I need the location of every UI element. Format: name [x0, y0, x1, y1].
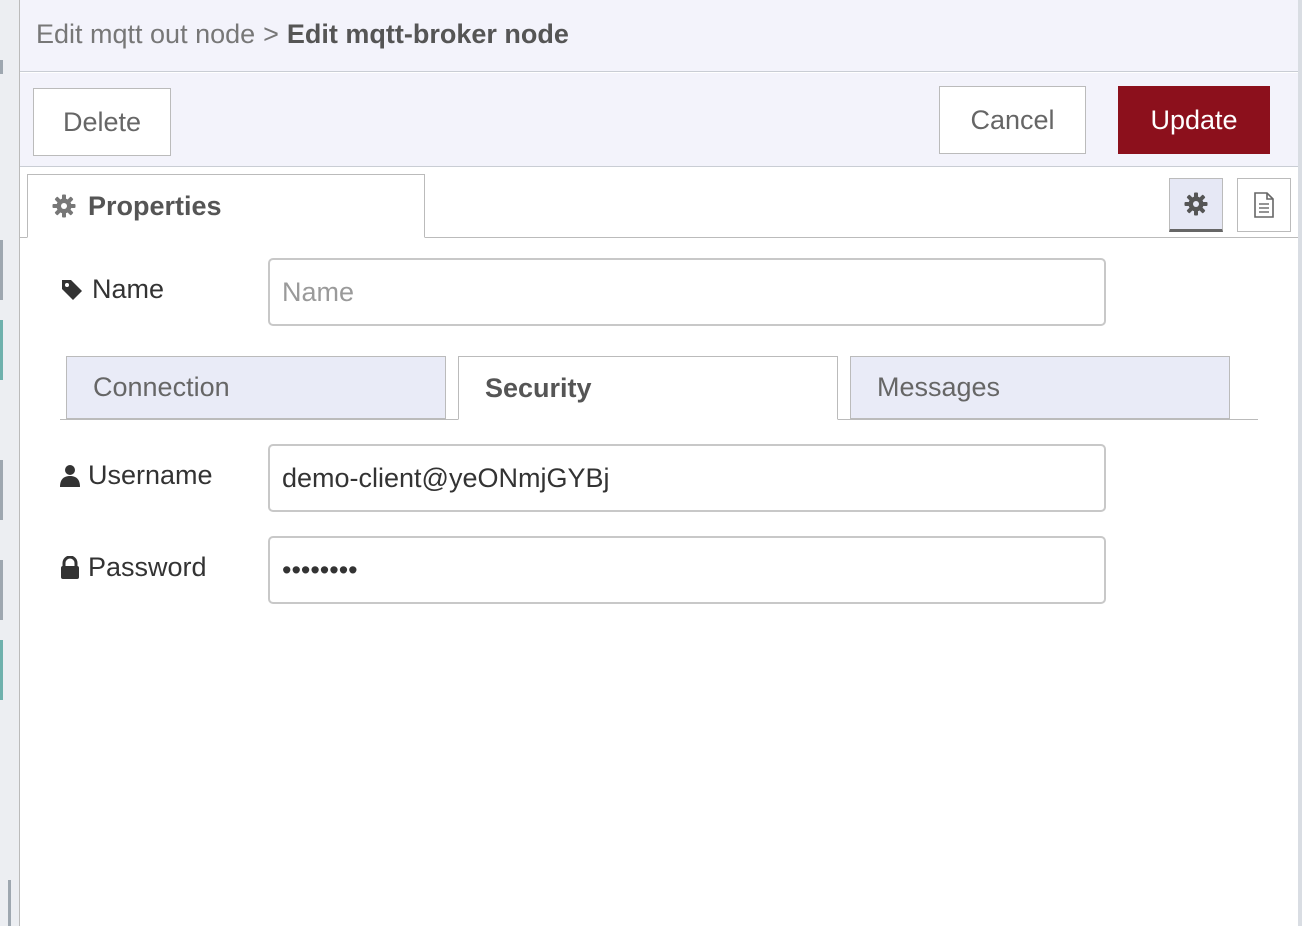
tray-toolbar: Delete Cancel Update [20, 73, 1298, 167]
cancel-button[interactable]: Cancel [939, 86, 1086, 154]
tab-properties[interactable]: Properties [27, 174, 425, 238]
description-tab-button[interactable] [1237, 178, 1291, 232]
delete-button[interactable]: Delete [33, 88, 171, 156]
tab-messages-label: Messages [877, 372, 1001, 402]
gutter-marker [0, 560, 3, 620]
broker-subtabs: Connection Security Messages [60, 356, 1258, 420]
settings-tab-button[interactable] [1169, 178, 1223, 232]
tag-icon [62, 279, 82, 300]
gear-icon [52, 194, 76, 218]
document-icon [1254, 192, 1274, 218]
edit-tray: Edit mqtt out node>Edit mqtt-broker node… [20, 0, 1298, 926]
right-edge [1298, 0, 1302, 926]
username-row: Username [20, 444, 1298, 512]
tab-connection[interactable]: Connection [66, 356, 446, 419]
breadcrumb-separator: > [263, 19, 279, 49]
tab-connection-label: Connection [93, 372, 230, 402]
breadcrumb: Edit mqtt out node>Edit mqtt-broker node [36, 19, 569, 50]
name-label: Name [60, 274, 164, 305]
gutter-marker [0, 640, 3, 700]
tray-tabbar: Properties [20, 168, 1298, 238]
breadcrumb-current: Edit mqtt-broker node [286, 19, 569, 49]
username-input[interactable] [268, 444, 1106, 512]
password-input[interactable] [268, 536, 1106, 604]
tray-header: Edit mqtt out node>Edit mqtt-broker node [20, 0, 1298, 72]
breadcrumb-parent[interactable]: Edit mqtt out node [36, 19, 256, 49]
gutter-marker [0, 460, 3, 520]
username-label-text: Username [88, 460, 213, 490]
password-row: Password [20, 536, 1298, 604]
gutter-marker [8, 880, 11, 926]
name-input[interactable] [268, 258, 1106, 326]
tab-security[interactable]: Security [458, 356, 838, 420]
password-label: Password [60, 552, 207, 583]
tab-security-label: Security [485, 372, 592, 403]
tab-properties-label: Properties [88, 190, 222, 221]
left-gutter [0, 0, 20, 926]
gear-icon [1184, 192, 1208, 216]
username-label: Username [60, 460, 213, 491]
tab-messages[interactable]: Messages [850, 356, 1230, 419]
name-row: Name [20, 258, 1298, 326]
password-label-text: Password [88, 552, 207, 582]
update-button[interactable]: Update [1118, 86, 1270, 154]
lock-icon [61, 555, 79, 579]
gutter-marker [0, 240, 3, 300]
gutter-marker [0, 60, 3, 74]
user-icon [60, 464, 80, 487]
gutter-marker [0, 320, 3, 380]
name-label-text: Name [92, 274, 165, 304]
